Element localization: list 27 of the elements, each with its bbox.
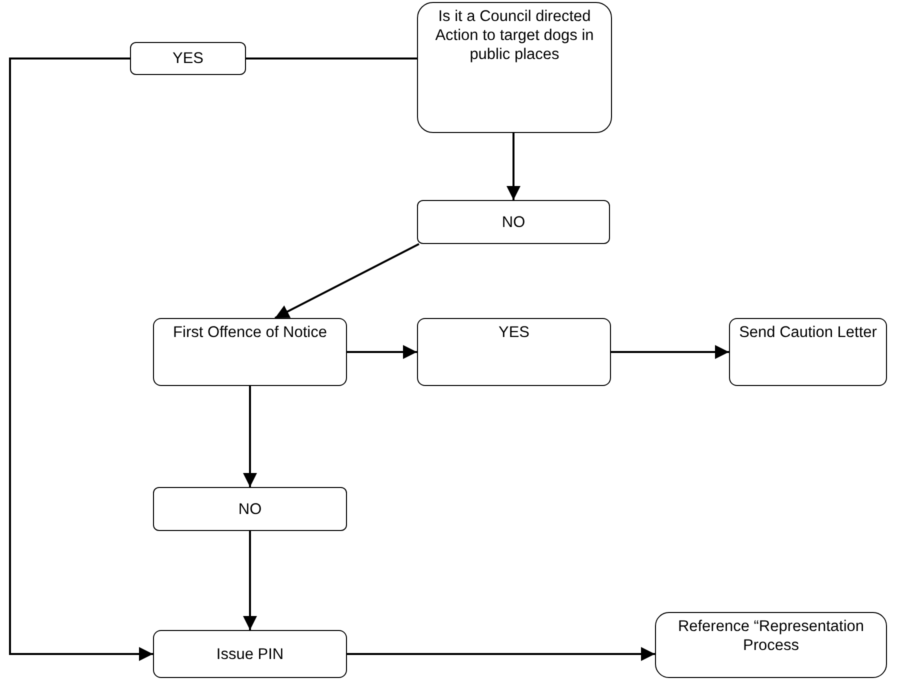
- box-label: YES: [172, 49, 204, 68]
- box-label: Issue PIN: [216, 644, 284, 664]
- process-box: [729, 318, 887, 386]
- box-label: Is it a Council directed Action to target dogs in public places: [434, 7, 595, 64]
- box-label: First Offence of Notice: [173, 323, 327, 342]
- box-label: YES: [498, 323, 530, 342]
- arrow: [243, 531, 257, 630]
- process-box: [417, 318, 611, 386]
- arrow: [274, 243, 420, 319]
- process-box: [153, 487, 347, 531]
- process-box: [417, 200, 610, 244]
- arrow: [347, 647, 655, 661]
- arrow: [611, 345, 729, 359]
- arrow: [9, 58, 153, 661]
- arrow: [347, 345, 417, 359]
- connector-line: [246, 58, 417, 60]
- box-label: NO: [238, 500, 262, 518]
- box-label: Reference “Representation Process: [676, 617, 866, 655]
- process-box: [130, 42, 246, 75]
- process-box: [655, 612, 887, 678]
- process-box: [153, 318, 347, 386]
- process-box: [417, 2, 612, 133]
- arrow: [243, 386, 257, 487]
- arrow: [506, 133, 520, 200]
- box-label: NO: [502, 212, 526, 232]
- process-box: [153, 630, 347, 678]
- box-label: Send Caution Letter: [739, 323, 877, 342]
